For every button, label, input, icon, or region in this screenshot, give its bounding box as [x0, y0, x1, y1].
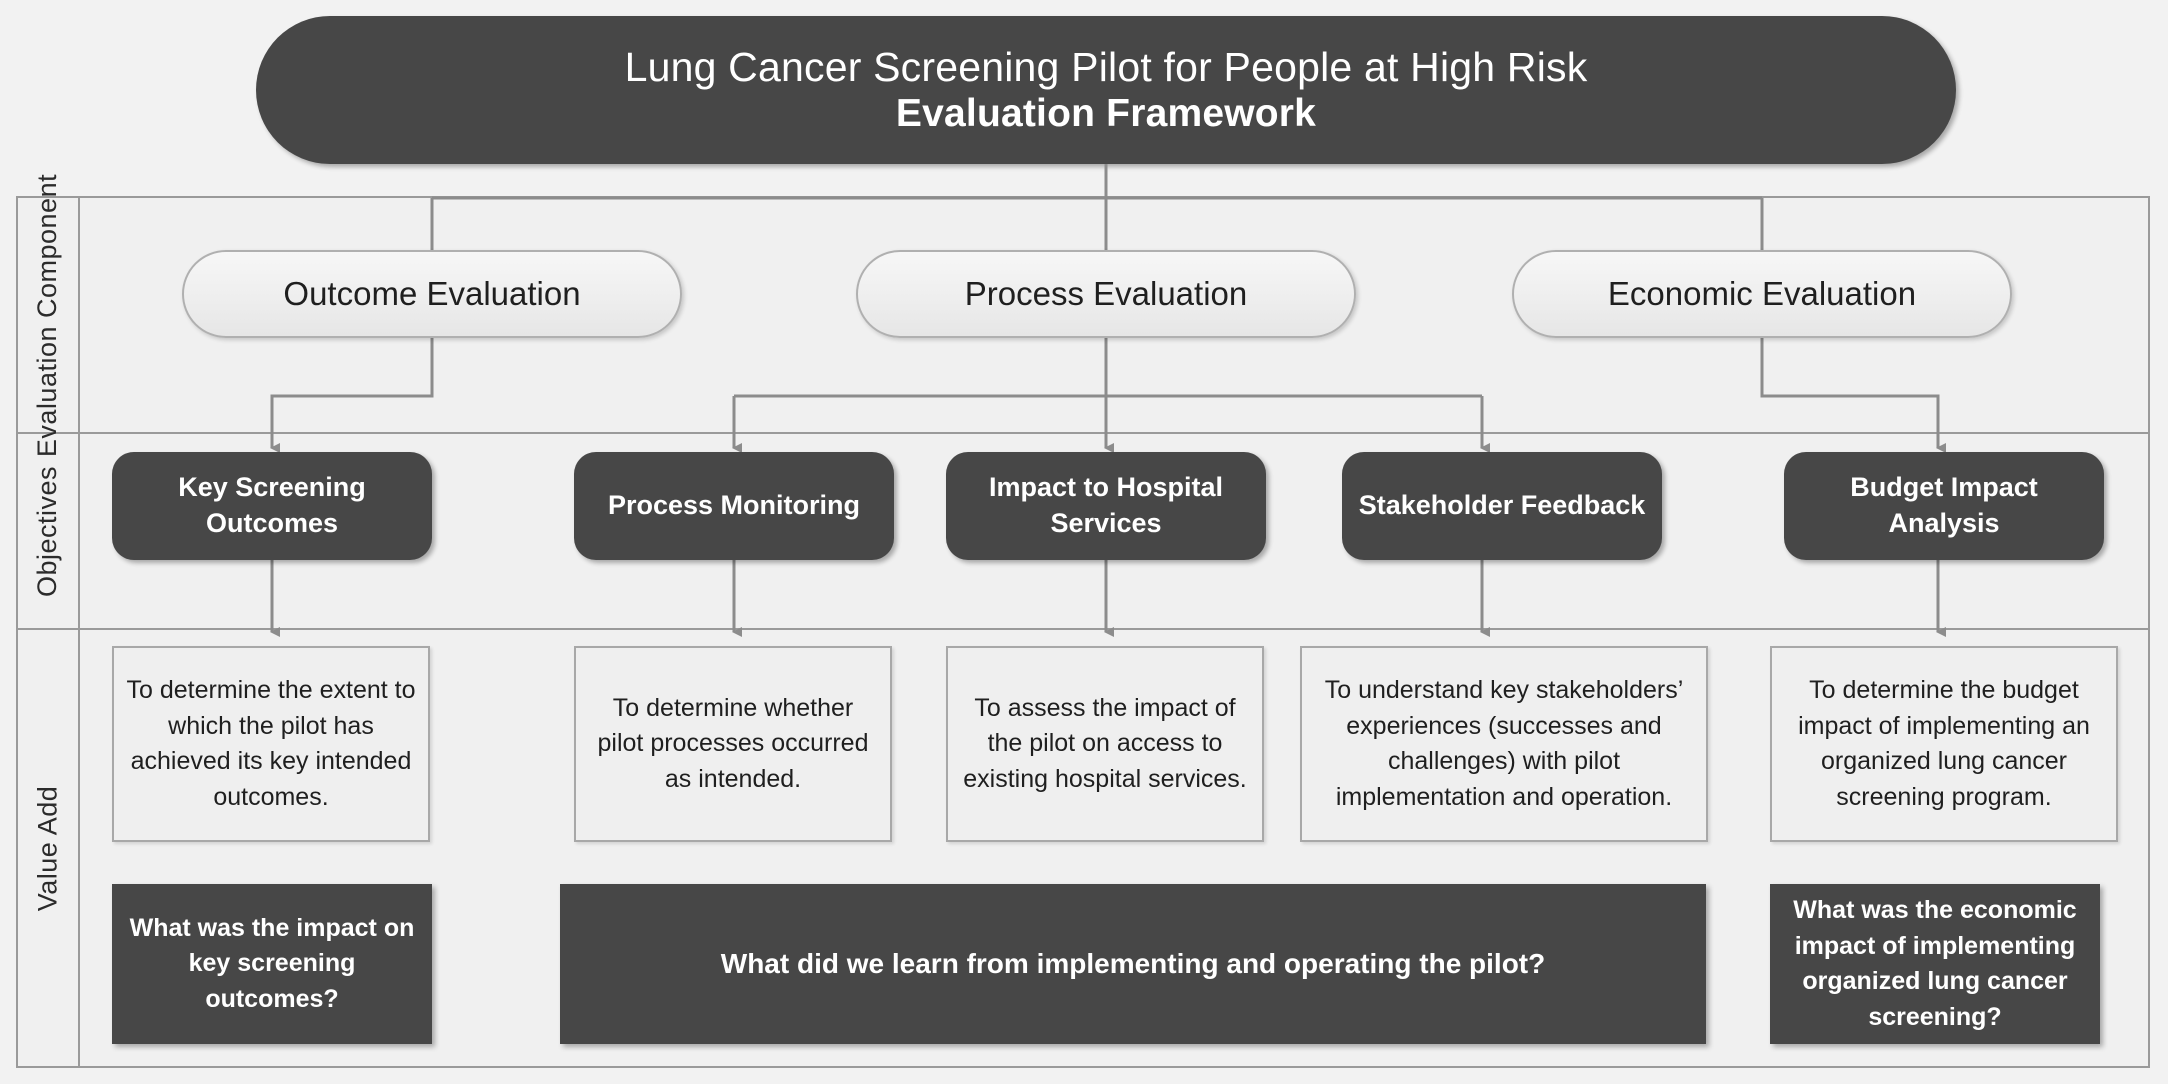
component-box-budget-impact-analysis-label: Budget Impact Analysis — [1850, 472, 2038, 538]
value-add-box-process-text: What did we learn from implementing and … — [720, 948, 1546, 980]
evaluation-box-process[interactable]: Process Evaluation — [856, 250, 1356, 338]
row-label-cell-evaluation-component: Evaluation Component — [18, 173, 80, 457]
objective-box-budget-impact-analysis: To determine the budget impact of implem… — [1770, 646, 2118, 842]
row-label-objectives: Objectives — [32, 465, 63, 597]
row-band-evaluation-component: Evaluation Component — [18, 173, 2148, 457]
objective-box-budget-impact-analysis-text: To determine the budget impact of implem… — [1798, 676, 2090, 811]
evaluation-box-process-label: Process Evaluation — [964, 275, 1248, 312]
objective-box-impact-to-hospital-services-text: To assess the impact of the pilot on acc… — [963, 693, 1247, 793]
value-add-box-outcome-text: What was the impact on key screening out… — [129, 913, 415, 1013]
component-box-process-monitoring[interactable]: Process Monitoring — [574, 452, 894, 560]
evaluation-box-economic[interactable]: Economic Evaluation — [1512, 250, 2012, 338]
evaluation-box-outcome[interactable]: Outcome Evaluation — [182, 250, 682, 338]
row-label-value-add: Value Add — [32, 785, 63, 911]
value-add-box-economic-text: What was the economic impact of implemen… — [1793, 896, 2077, 1031]
component-box-key-screening-outcomes-label: Key Screening Outcomes — [178, 472, 366, 538]
value-add-box-economic: What was the economic impact of implemen… — [1770, 884, 2100, 1044]
diagram-title-secondary: Evaluation Framework — [895, 92, 1317, 136]
objective-box-process-monitoring: To determine whether pilot processes occ… — [574, 646, 892, 842]
diagram-title-primary: Lung Cancer Screening Pilot for People a… — [624, 43, 1588, 90]
row-label-cell-objectives: Objectives — [18, 434, 80, 628]
component-box-impact-to-hospital-services[interactable]: Impact to Hospital Services — [946, 452, 1266, 560]
evaluation-box-outcome-label: Outcome Evaluation — [283, 275, 581, 312]
value-add-box-process: What did we learn from implementing and … — [560, 884, 1706, 1044]
value-add-box-outcome: What was the impact on key screening out… — [112, 884, 432, 1044]
objective-box-impact-to-hospital-services: To assess the impact of the pilot on acc… — [946, 646, 1264, 842]
component-box-key-screening-outcomes[interactable]: Key Screening Outcomes — [112, 452, 432, 560]
objective-box-key-screening-outcomes-text: To determine the extent to which the pil… — [126, 676, 416, 811]
row-label-cell-value-add: Value Add — [18, 630, 80, 1066]
row-band-value-add: Value Add — [18, 630, 2148, 1066]
objective-box-key-screening-outcomes: To determine the extent to which the pil… — [112, 646, 430, 842]
objective-box-process-monitoring-text: To determine whether pilot processes occ… — [597, 693, 869, 793]
component-box-budget-impact-analysis[interactable]: Budget Impact Analysis — [1784, 452, 2104, 560]
component-box-stakeholder-feedback[interactable]: Stakeholder Feedback — [1342, 452, 1662, 560]
diagram-title-banner: Lung Cancer Screening Pilot for People a… — [256, 16, 1956, 164]
row-band-objectives: Objectives — [18, 434, 2148, 630]
objective-box-stakeholder-feedback: To understand key stakeholders’ experien… — [1300, 646, 1708, 842]
row-label-evaluation-component: Evaluation Component — [32, 173, 63, 457]
component-box-impact-to-hospital-services-label: Impact to Hospital Services — [988, 472, 1224, 538]
objective-box-stakeholder-feedback-text: To understand key stakeholders’ experien… — [1324, 676, 1684, 811]
component-box-process-monitoring-label: Process Monitoring — [607, 490, 861, 521]
component-box-stakeholder-feedback-label: Stakeholder Feedback — [1358, 490, 1646, 521]
evaluation-box-economic-label: Economic Evaluation — [1607, 275, 1917, 312]
